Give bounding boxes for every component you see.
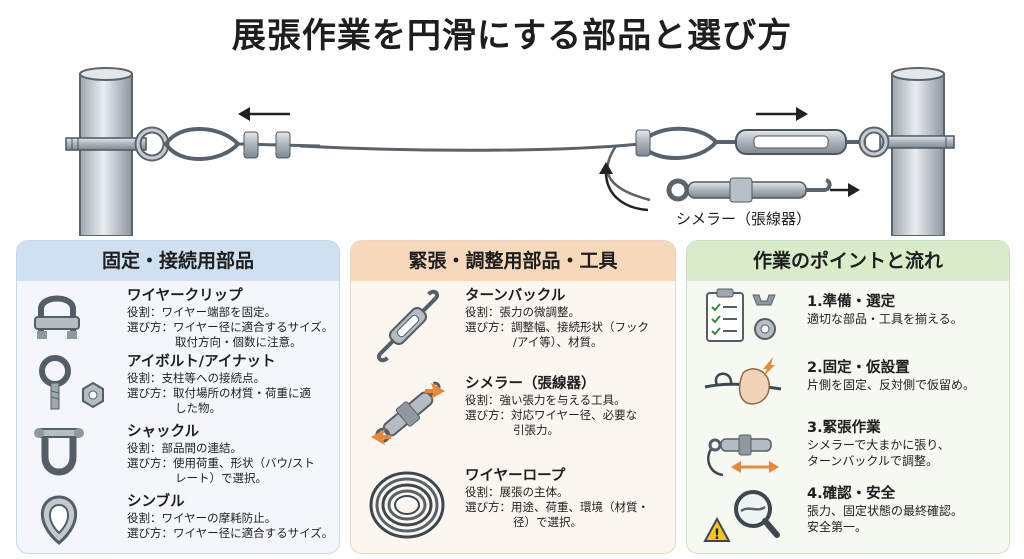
step-item: 1.準備・選定 適切な部品・工具を揃える。 bbox=[703, 287, 1003, 351]
fixing-parts-panel: 固定・接続用部品 ワイヤークリップ 役割：ワイヤー端部を固定。 選び方：ワイヤー… bbox=[16, 240, 340, 554]
thimble-icon bbox=[40, 495, 78, 545]
tensioning-parts-panel: 緊張・調整用部品・工具 ターンバックル 役割：張力の微調整。 選び方：調整幅、接… bbox=[350, 240, 676, 554]
list-item: ワイヤークリップ 役割：ワイヤー端部を固定。 選び方：ワイヤー径に適合するサイズ… bbox=[31, 287, 337, 353]
left-pole bbox=[65, 67, 147, 236]
item-name: アイボルト/アイナット bbox=[127, 354, 276, 370]
wire-clip-left-1 bbox=[243, 131, 259, 159]
curved-tension-arrow bbox=[599, 162, 649, 212]
list-item: シメラー（張線器） 役割：強い張力を与える工具。 選び方：対応ワイヤー径、必要な… bbox=[365, 375, 671, 455]
item-name: ワイヤークリップ bbox=[127, 288, 243, 304]
tensioner-label: シメラー（張線器） bbox=[676, 210, 812, 228]
checklist-icon bbox=[706, 288, 776, 342]
wire-rope-coil-icon bbox=[369, 471, 445, 539]
workflow-panel: 作業のポイントと流れ 1.準備・選定 適切な部品・工具を揃える。 2.固定・仮設… bbox=[686, 240, 1010, 554]
item-name: シメラー（張線器） bbox=[465, 376, 596, 392]
list-item: ワイヤーロープ 役割：展張の主体。 選び方：用途、荷重、環境（材質・ 径）で選択… bbox=[365, 463, 671, 545]
turnbuckle-icon bbox=[376, 289, 440, 363]
wire-tensioner-icon bbox=[371, 381, 445, 445]
svg-text:!: ! bbox=[714, 527, 720, 543]
list-item: アイボルト/アイナット 役割：支柱等への接続点。 選び方：取付場所の材質・荷重に… bbox=[31, 353, 337, 419]
wire-clip-left-2 bbox=[275, 131, 291, 159]
shackle-icon bbox=[34, 428, 84, 476]
item-name: ターンバックル bbox=[465, 288, 566, 304]
step-title: 1.準備・選定 bbox=[807, 294, 896, 310]
panel-heading: 作業のポイントと流れ bbox=[687, 241, 1009, 281]
list-item: シャックル 役割：部品間の連結。 選び方：使用荷重、形状（バウ/スト レート）で… bbox=[31, 421, 337, 487]
wire-installation-diagram bbox=[65, 67, 955, 236]
wire-clip-icon bbox=[34, 295, 80, 339]
pull-right-arrow-top bbox=[756, 107, 808, 121]
list-item: ターンバックル 役割：張力の微調整。 選び方：調整幅、接続形状（フック /アイ等… bbox=[365, 287, 671, 367]
pull-left-arrow bbox=[238, 107, 290, 121]
page-title: 展張作業を円滑にする部品と選び方 bbox=[231, 16, 793, 56]
panel-heading: 固定・接続用部品 bbox=[17, 241, 339, 281]
pull-right-arrow-bottom bbox=[830, 183, 860, 197]
turnbuckle-diagram bbox=[716, 129, 866, 155]
step-title: 3.緊張作業 bbox=[807, 420, 881, 436]
step-title: 2.固定・仮設置 bbox=[807, 360, 910, 376]
step-item: ! 4.確認・安全 張力、固定状態の最終確認。 安全第一。 bbox=[703, 485, 1003, 549]
item-name: シンブル bbox=[127, 494, 185, 510]
right-pole bbox=[879, 67, 955, 236]
list-item: シンブル 役割：ワイヤーの摩耗防止。 選び方：ワイヤー径に適合するサイズ。 bbox=[31, 491, 337, 551]
magnifier-warning-icon: ! bbox=[703, 490, 780, 543]
hand-tying-icon bbox=[704, 357, 782, 405]
wire-tensioner-diagram bbox=[666, 177, 832, 203]
item-name: シャックル bbox=[127, 424, 200, 440]
step-item: 3.緊張作業 シメラーで大まかに張り、 ターンバックルで調整。 bbox=[703, 419, 1003, 483]
step-title: 4.確認・安全 bbox=[807, 486, 896, 502]
item-name: ワイヤーロープ bbox=[465, 468, 566, 484]
tensioning-icon bbox=[707, 434, 779, 477]
panel-heading: 緊張・調整用部品・工具 bbox=[351, 241, 675, 281]
eye-bolt-icon bbox=[39, 355, 104, 410]
step-item: 2.固定・仮設置 片側を固定、反対側で仮留め。 bbox=[703, 353, 1003, 417]
